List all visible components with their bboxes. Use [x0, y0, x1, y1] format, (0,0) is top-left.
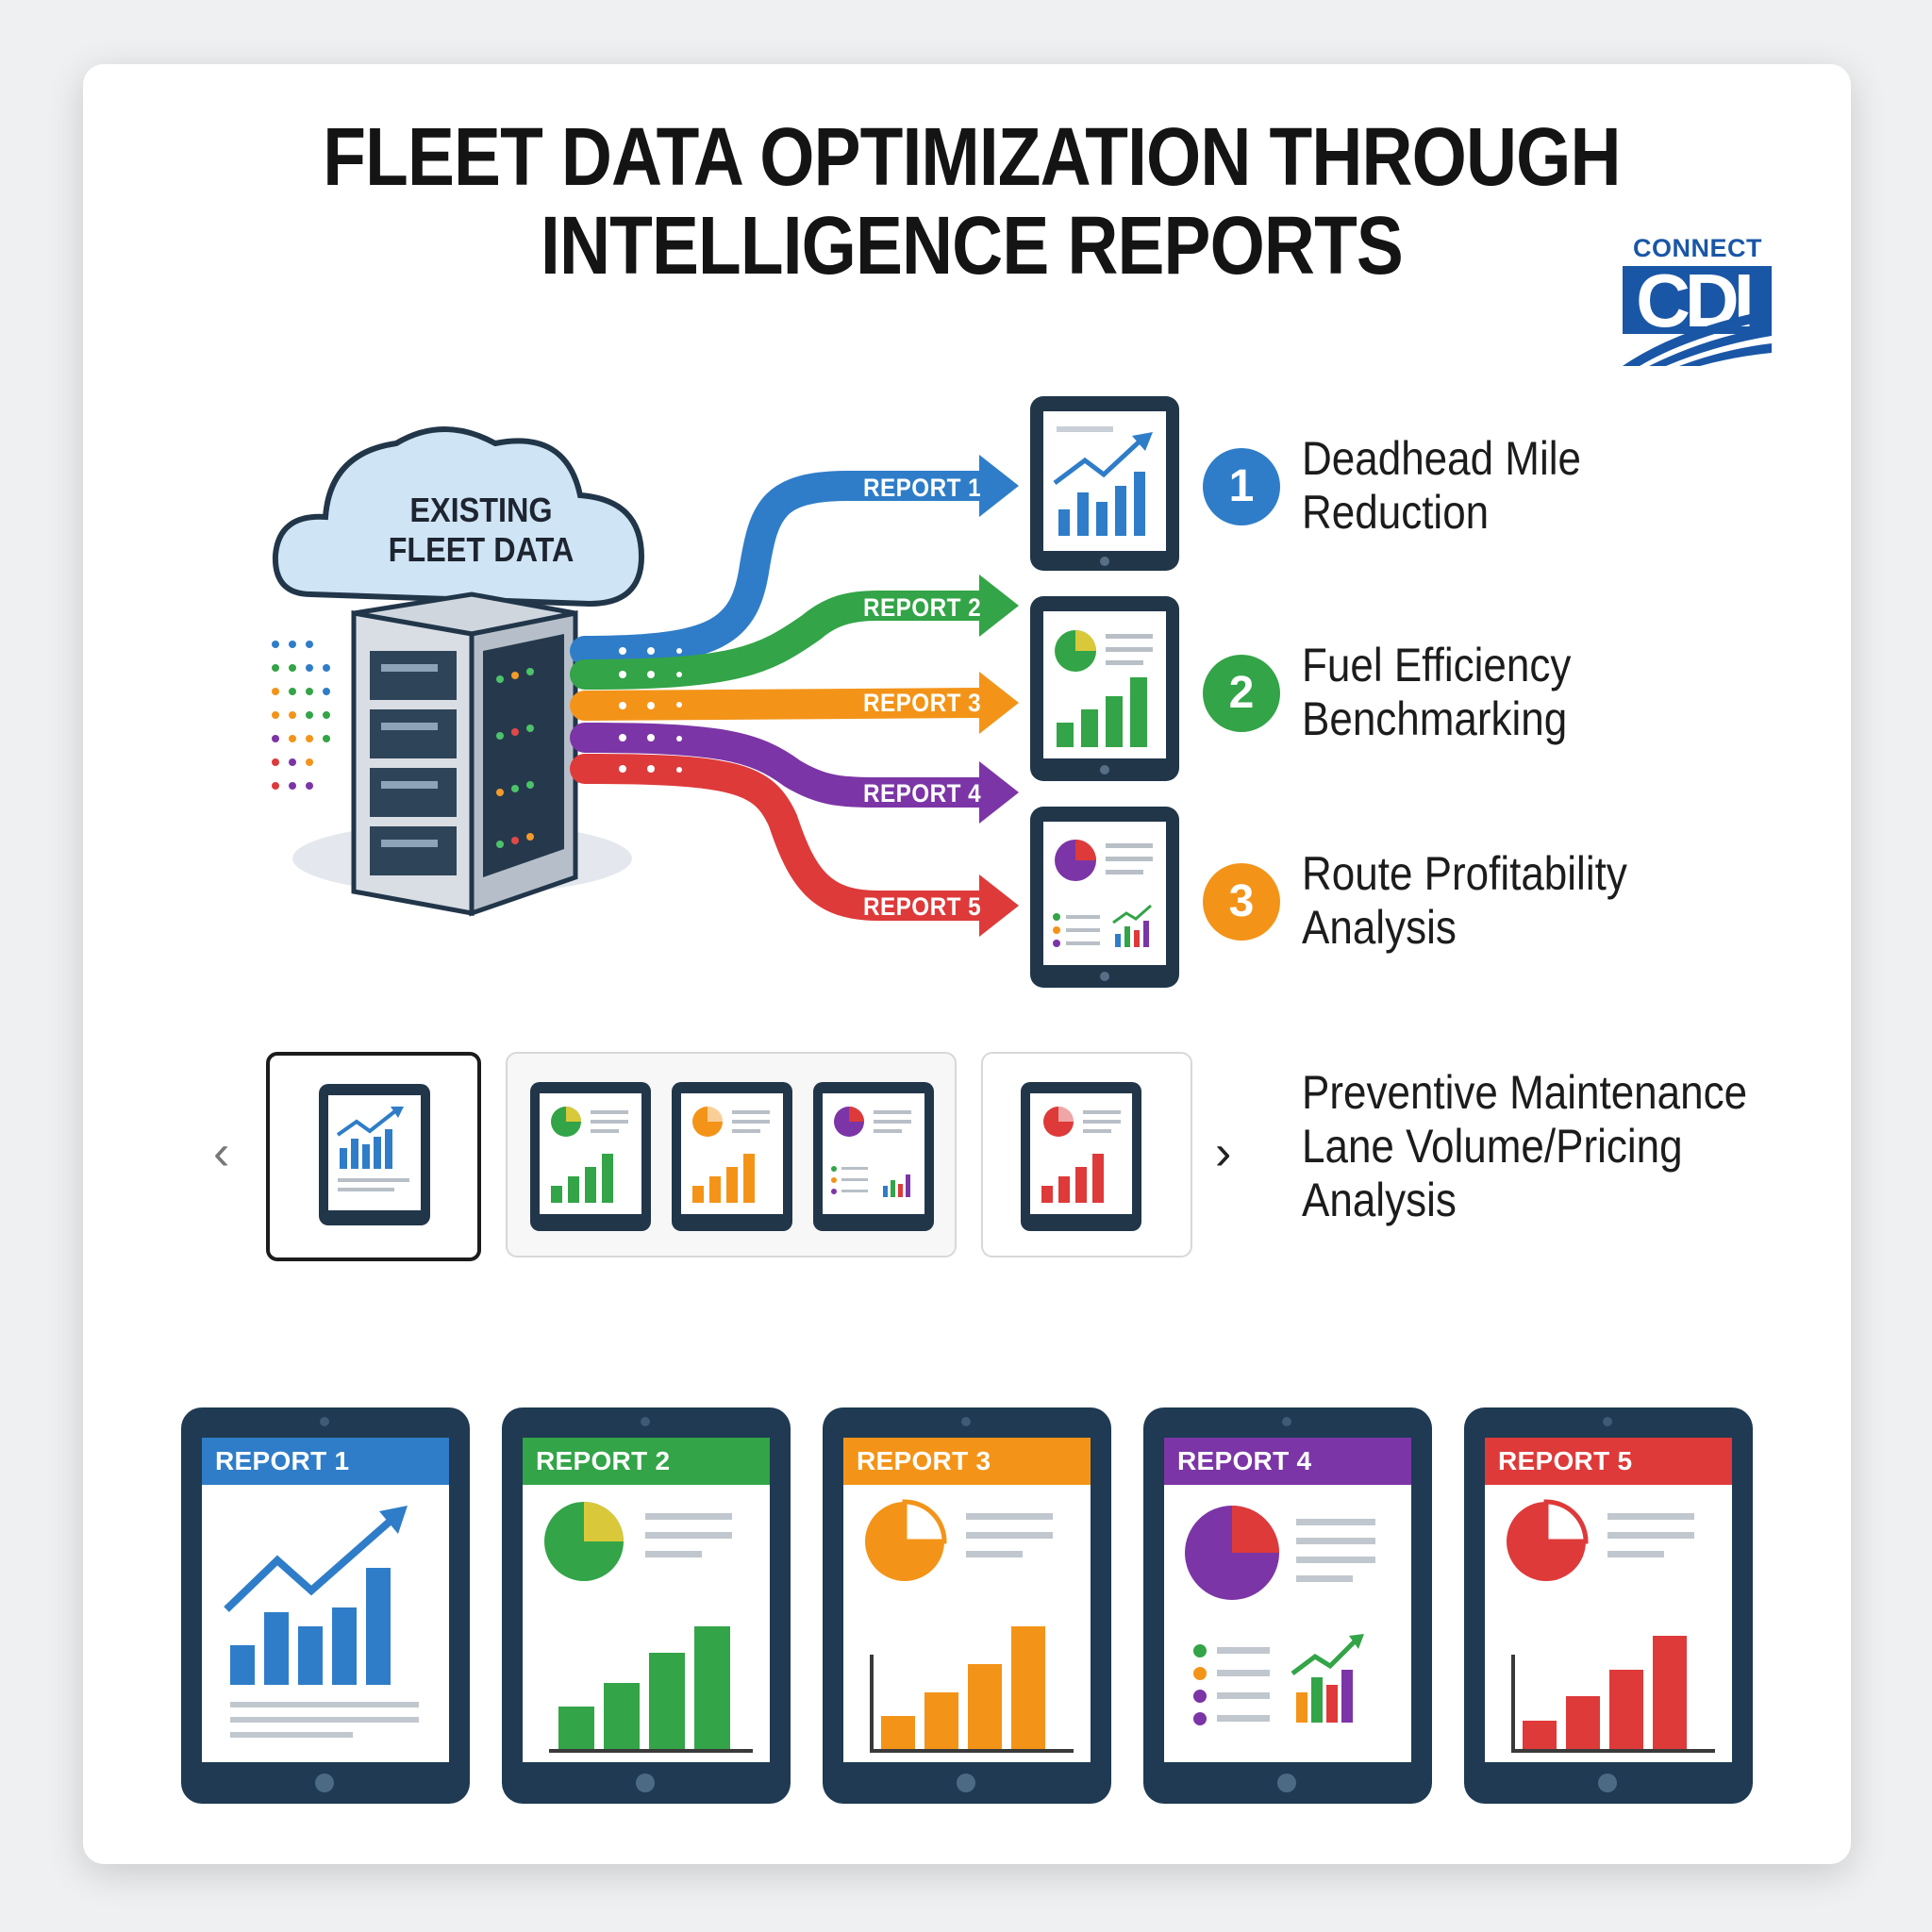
report-header-2: REPORT 2	[523, 1438, 770, 1485]
flow-label-4: REPORT 4	[862, 779, 982, 808]
tablet-report-2-icon	[1030, 596, 1179, 781]
flow-arrow-4	[570, 723, 996, 808]
list-item-3: Analysis	[1302, 1174, 1457, 1226]
report-header-4: REPORT 4	[1164, 1438, 1411, 1485]
report-tablet-1: REPORT 1	[181, 1407, 470, 1804]
item-3-line-1: Route Profitability	[1302, 847, 1627, 900]
report-screen-1: REPORT 1	[202, 1438, 449, 1762]
arrowhead-4	[979, 761, 1019, 824]
tablet-thumb-group-icon	[530, 1082, 934, 1231]
tablet-report-3-icon	[1030, 807, 1179, 988]
camera-dot	[961, 1417, 971, 1426]
carousel-next-button[interactable]: ›	[1215, 1125, 1232, 1180]
report-header-3: REPORT 3	[843, 1438, 1091, 1485]
home-button-icon	[315, 1774, 334, 1792]
flow-arrow-1	[570, 471, 996, 666]
source-label: EXISTING FLEET DATA	[371, 491, 591, 570]
item-number-1: 1	[1203, 448, 1280, 525]
home-button-icon	[1598, 1774, 1617, 1792]
report-screen-5: REPORT 5	[1485, 1438, 1732, 1762]
logo-connect-text: CONNECT	[1633, 234, 1762, 262]
report-tablet-5: REPORT 5	[1464, 1407, 1753, 1804]
arrowhead-2	[979, 575, 1019, 637]
camera-dot	[1282, 1417, 1291, 1426]
list-item-2: Lane Volume/Pricing	[1302, 1120, 1683, 1173]
item-text-2: Fuel Efficiency Benchmarking	[1302, 639, 1571, 746]
flow-diagram	[272, 396, 1179, 988]
additional-reports-list: Preventive Maintenance Lane Volume/Prici…	[1302, 1066, 1747, 1227]
highway-logo-icon: CDI	[1623, 258, 1772, 366]
flow-label-2: REPORT 2	[862, 593, 982, 622]
carousel-slide-3[interactable]	[981, 1052, 1192, 1257]
item-text-1: Deadhead Mile Reduction	[1302, 432, 1581, 540]
title-line-2: INTELLIGENCE REPORTS	[541, 200, 1404, 291]
flow-label-3: REPORT 3	[862, 689, 982, 717]
server-rack-icon	[351, 591, 578, 917]
line-bar-chart-icon	[224, 1506, 419, 1738]
cdi-logo: CONNECT CDI	[1621, 234, 1774, 366]
carousel-prev-button[interactable]: ‹	[213, 1125, 230, 1180]
source-label-line-1: EXISTING	[409, 491, 553, 529]
page-title: FLEET DATA OPTIMIZATION THROUGH INTELLIG…	[189, 113, 1755, 291]
logo-letters: CDI	[1636, 258, 1750, 342]
item-number-3: 3	[1203, 863, 1280, 941]
camera-dot	[320, 1417, 329, 1426]
carousel-slide-1[interactable]	[266, 1052, 481, 1261]
data-dots-icon	[272, 641, 330, 790]
home-button-icon	[1277, 1774, 1296, 1792]
camera-dot	[1603, 1417, 1612, 1426]
tablet-report-1-icon	[1030, 396, 1179, 571]
carousel-slide-2[interactable]	[506, 1052, 957, 1257]
cloud-icon	[272, 426, 645, 608]
camera-dot	[641, 1417, 650, 1426]
home-button-icon	[636, 1774, 655, 1792]
pie-bar-chart-icon	[865, 1499, 1074, 1753]
pie-bar-chart-icon	[1507, 1499, 1715, 1753]
report-header-1: REPORT 1	[202, 1438, 449, 1485]
item-2-line-1: Fuel Efficiency	[1302, 639, 1572, 691]
report-header-5: REPORT 5	[1485, 1438, 1732, 1485]
title-line-1: FLEET DATA OPTIMIZATION THROUGH	[323, 111, 1621, 203]
arrowhead-1	[979, 455, 1019, 517]
source-label-line-2: FLEET DATA	[388, 530, 575, 569]
arrowhead-3	[979, 672, 1019, 734]
tablet-thumb-5-icon	[1021, 1082, 1141, 1231]
arrowhead-5	[979, 874, 1019, 937]
flow-label-5: REPORT 5	[862, 892, 982, 921]
tablet-thumb-1-icon	[319, 1084, 430, 1225]
home-button-icon	[957, 1774, 975, 1792]
report-tablet-2: REPORT 2	[502, 1407, 791, 1804]
report-screen-4: REPORT 4	[1164, 1438, 1411, 1762]
item-number-2: 2	[1203, 655, 1280, 732]
report-screen-3: REPORT 3	[843, 1438, 1091, 1762]
item-2-line-2: Benchmarking	[1302, 692, 1568, 745]
flow-arrow-5	[570, 754, 996, 921]
flow-arrow-2	[570, 591, 996, 690]
report-screen-2: REPORT 2	[523, 1438, 770, 1762]
pie-bar-chart-icon	[544, 1502, 753, 1753]
pie-list-chart-icon	[1185, 1506, 1375, 1725]
report-tablet-3: REPORT 3	[823, 1407, 1111, 1804]
item-1-line-2: Reduction	[1302, 486, 1490, 539]
list-item-1: Preventive Maintenance	[1302, 1066, 1748, 1119]
item-1-line-1: Deadhead Mile	[1302, 432, 1581, 485]
item-3-line-2: Analysis	[1302, 901, 1457, 954]
item-text-3: Route Profitability Analysis	[1302, 847, 1627, 955]
flow-label-1: REPORT 1	[862, 474, 982, 502]
report-tablet-4: REPORT 4	[1143, 1407, 1432, 1804]
